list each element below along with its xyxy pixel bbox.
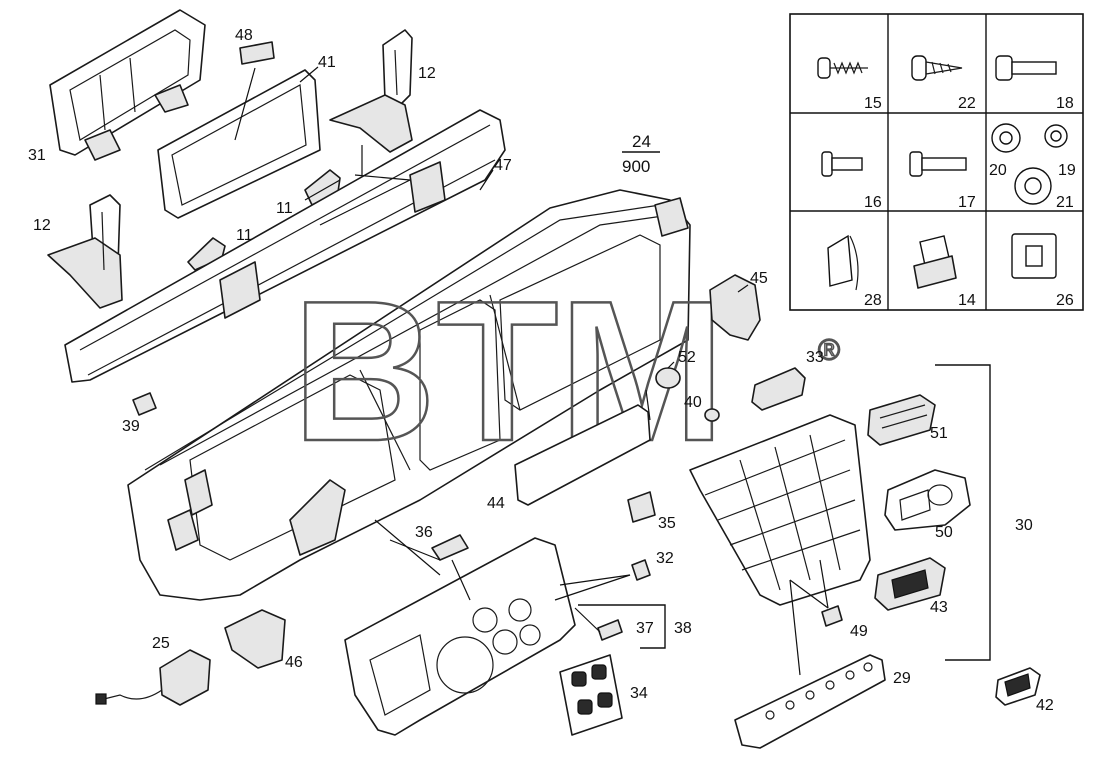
callout-47: 47 xyxy=(494,157,512,174)
part-33-switch xyxy=(751,367,806,411)
part-36-insert xyxy=(431,534,469,561)
spring-clip-icon xyxy=(827,234,859,291)
callout-11-upper: 11 xyxy=(276,200,293,217)
leader-lines xyxy=(234,66,829,676)
reference-bottom: 900 xyxy=(622,157,650,176)
watermark-registered-mark: ® xyxy=(818,334,840,367)
callout-48: 48 xyxy=(235,27,253,44)
callout-12-lower: 12 xyxy=(33,217,51,234)
part-34-switch-bezel xyxy=(559,654,623,736)
bolt-icon xyxy=(995,55,1057,81)
part-11-clip-upper xyxy=(304,169,341,206)
part-50-dual-switch xyxy=(884,469,971,531)
square-grommet-icon xyxy=(1011,233,1057,279)
callout-40: 40 xyxy=(684,394,702,411)
hw-label-22: 22 xyxy=(958,95,976,112)
watermark-text: BTM xyxy=(292,260,725,483)
part-48-label-plate xyxy=(239,41,275,65)
bracket-30 xyxy=(935,364,991,661)
hw-label-18: 18 xyxy=(1056,95,1074,112)
callout-32: 32 xyxy=(656,550,674,567)
callout-41: 41 xyxy=(318,54,336,71)
hw-label-21: 21 xyxy=(1056,194,1074,211)
bracket-38 xyxy=(578,604,666,649)
rubber-plug-icon xyxy=(913,235,957,289)
short-bolt-icon xyxy=(821,151,863,177)
hw-label-16: 16 xyxy=(864,194,882,211)
part-47-cross-member xyxy=(64,109,506,383)
small-washer-icon xyxy=(1044,124,1068,148)
long-bolt-icon xyxy=(909,151,967,177)
callout-35: 35 xyxy=(658,515,676,532)
part-25-sensor xyxy=(95,649,211,706)
hardware-grid: 15 22 18 16 17 xyxy=(789,13,1084,311)
callout-30: 30 xyxy=(1015,517,1033,534)
self-tapping-screw-icon xyxy=(911,55,963,81)
callout-12-upper: 12 xyxy=(418,65,436,82)
part-45-bracket xyxy=(709,274,761,341)
callout-31: 31 xyxy=(28,147,46,164)
part-31-support-frame xyxy=(49,9,206,161)
part-30-switch-panel xyxy=(689,414,871,606)
hw-label-14: 14 xyxy=(958,292,976,309)
callout-52: 52 xyxy=(678,349,696,366)
callout-51: 51 xyxy=(930,425,948,442)
callout-37: 37 xyxy=(636,620,654,637)
callout-11-lower: 11 xyxy=(236,227,253,244)
callout-29: 29 xyxy=(893,670,911,687)
callout-38: 38 xyxy=(674,620,692,637)
part-29-control-panel xyxy=(734,654,886,749)
instrument-cluster-housing xyxy=(344,537,576,736)
part-12-bracket-lower xyxy=(47,194,123,309)
part-44-cover xyxy=(514,404,651,506)
callout-33: 33 xyxy=(806,349,824,366)
callout-46: 46 xyxy=(285,654,303,671)
reference-number: 24 900 xyxy=(622,132,660,176)
callout-44: 44 xyxy=(487,495,505,512)
hw-label-15: 15 xyxy=(864,95,882,112)
hw-label-20: 20 xyxy=(989,162,1007,179)
callout-45: 45 xyxy=(750,270,768,287)
callout-39: 39 xyxy=(122,418,140,435)
washer-icon xyxy=(991,123,1021,153)
part-35-cap xyxy=(627,491,656,523)
hw-label-28: 28 xyxy=(864,292,882,309)
part-51-vent xyxy=(867,394,936,446)
part-42-switch xyxy=(995,667,1041,706)
callout-36: 36 xyxy=(415,524,433,541)
part-40-plug xyxy=(704,408,720,422)
part-43-switch-block xyxy=(874,557,946,611)
hw-label-17: 17 xyxy=(958,194,976,211)
callout-43: 43 xyxy=(930,599,948,616)
callout-34: 34 xyxy=(630,685,648,702)
callout-42: 42 xyxy=(1036,697,1054,714)
reference-top: 24 xyxy=(632,132,651,151)
part-46-bracket xyxy=(224,609,286,669)
part-11-clip-lower xyxy=(187,237,226,271)
callout-49: 49 xyxy=(850,623,868,640)
part-41-display-frame xyxy=(157,69,321,219)
part-32-clip xyxy=(631,559,651,581)
pan-head-screw-icon xyxy=(817,57,868,79)
callout-labels: 31 48 41 12 12 47 11 11 39 45 52 33 40 5… xyxy=(28,27,1054,714)
dashboard-main-body xyxy=(127,189,691,601)
part-37-clip xyxy=(597,619,623,641)
hw-label-19: 19 xyxy=(1058,162,1076,179)
part-12-bracket-upper xyxy=(329,29,413,153)
hw-label-26: 26 xyxy=(1056,292,1074,309)
part-49-clip xyxy=(821,605,843,627)
large-washer-icon xyxy=(1014,167,1052,205)
part-39-clip xyxy=(132,392,157,416)
callout-25: 25 xyxy=(152,635,170,652)
callout-50: 50 xyxy=(935,524,953,541)
part-52-knob xyxy=(655,367,681,389)
